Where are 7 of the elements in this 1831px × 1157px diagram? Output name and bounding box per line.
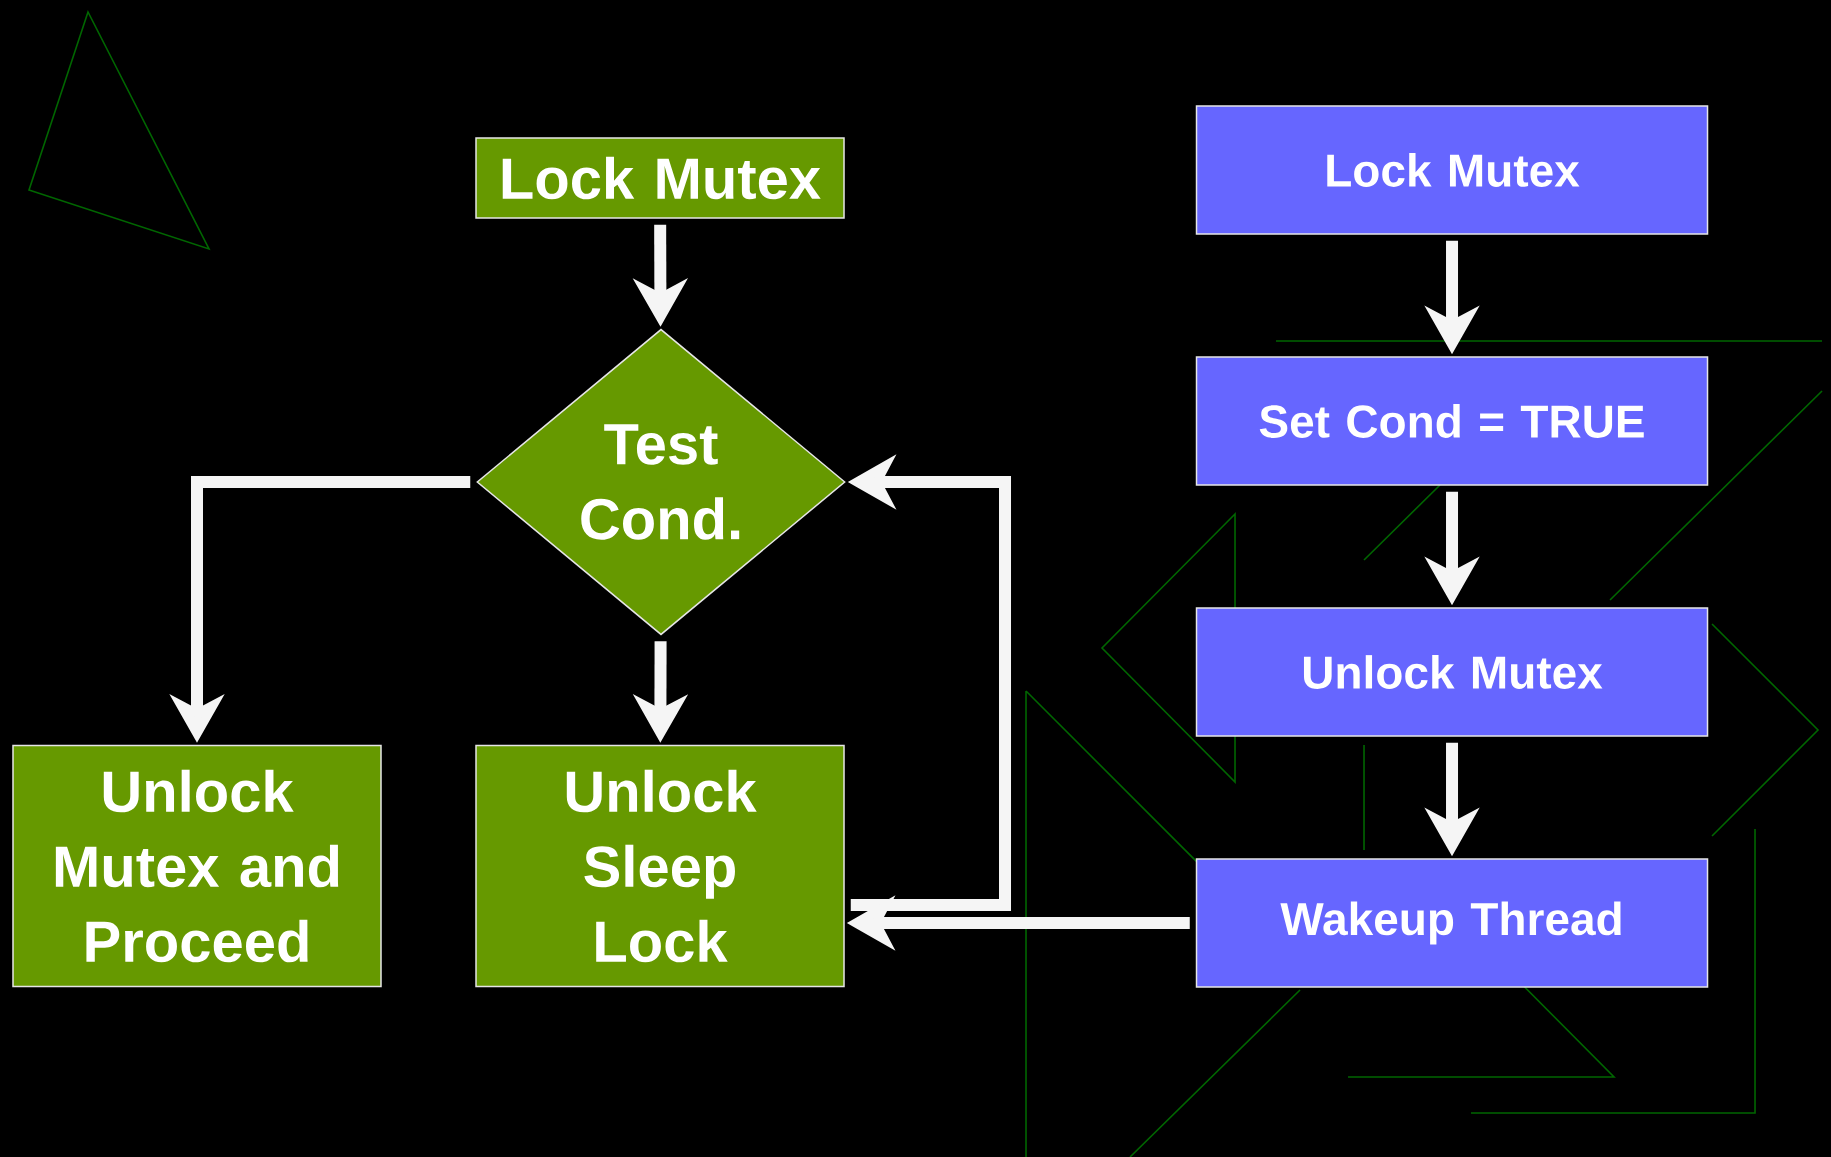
process-box: Unlock Mutex bbox=[1195, 607, 1709, 737]
process-box: Wakeup Thread bbox=[1195, 858, 1709, 988]
process-box: Lock Mutex bbox=[1195, 105, 1709, 235]
process-box: Unlock Sleep Lock bbox=[475, 744, 845, 988]
process-box: Unlock Mutex and Proceed bbox=[12, 744, 382, 988]
process-box: Lock Mutex bbox=[475, 137, 845, 219]
process-box: Set Cond = TRUE bbox=[1195, 356, 1709, 486]
